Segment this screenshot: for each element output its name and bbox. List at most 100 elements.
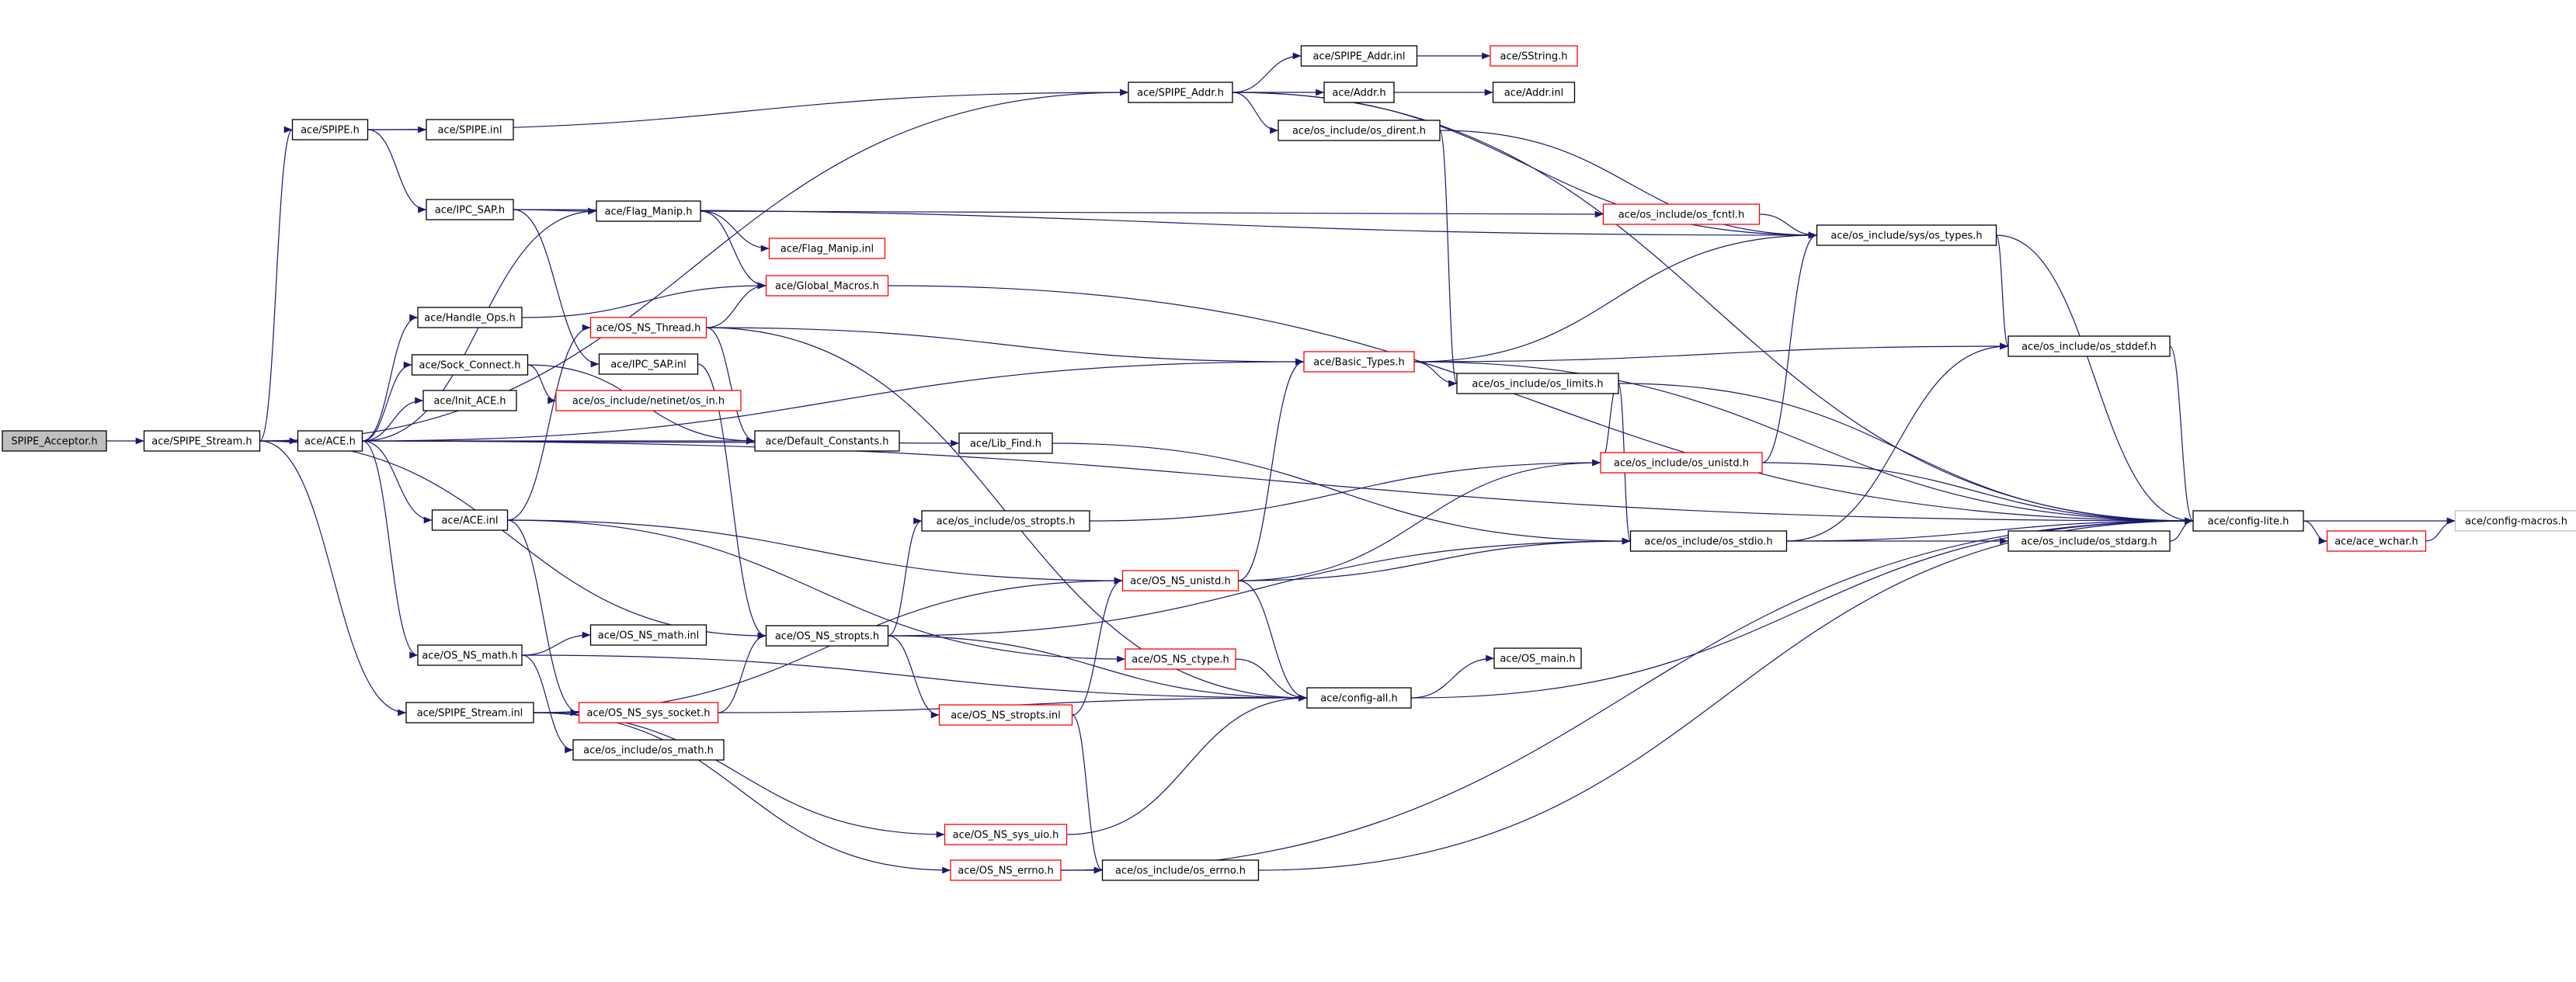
node-os-stropts[interactable]: ace/os_include/os_stropts.h xyxy=(921,510,1090,532)
node-os-ns-stropts-inl[interactable]: ace/OS_NS_stropts.inl xyxy=(938,704,1073,726)
node-os-stddef[interactable]: ace/os_include/os_stddef.h xyxy=(2008,335,2171,357)
node-lib-find[interactable]: ace/Lib_Find.h xyxy=(958,432,1053,454)
edge-os_ns_errno-to-config_lite xyxy=(1060,517,2194,871)
node-label: ace/OS_NS_ctype.h xyxy=(1132,654,1229,666)
node-config-all[interactable]: ace/config-all.h xyxy=(1306,687,1412,709)
node-label: ace/Addr.inl xyxy=(1504,88,1563,99)
node-label: ace/OS_NS_stropts.inl xyxy=(951,710,1061,722)
node-os-fcntl[interactable]: ace/os_include/os_fcntl.h xyxy=(1602,203,1761,225)
node-os-math[interactable]: ace/os_include/os_math.h xyxy=(572,739,725,761)
edge-ipc_sap_h-to-ipc_sap_inl xyxy=(513,209,600,368)
node-box xyxy=(2192,510,2304,532)
node-box xyxy=(422,390,517,411)
edge-os_ns_stropts_h-to-os_stropts xyxy=(888,517,923,637)
node-sock-connect[interactable]: ace/Sock_Connect.h xyxy=(411,354,529,376)
node-box xyxy=(921,510,1090,532)
node-os-ns-ctype[interactable]: ace/OS_NS_ctype.h xyxy=(1125,648,1236,670)
node-handle-ops[interactable]: ace/Handle_Ops.h xyxy=(417,307,523,328)
node-netinet-in[interactable]: ace/os_include/netinet/os_in.h xyxy=(555,390,742,411)
node-sstring-h[interactable]: ace/SString.h xyxy=(1490,45,1578,67)
node-spipe-addr-h[interactable]: ace/SPIPE_Addr.h xyxy=(1128,82,1233,103)
node-ace-inl[interactable]: ace/ACE.inl xyxy=(431,509,509,531)
edge-os_ns_unistd-to-os_stdio xyxy=(1238,537,1631,581)
node-label: SPIPE_Acceptor.h xyxy=(11,436,97,448)
node-ipc-sap-h[interactable]: ace/IPC_SAP.h xyxy=(426,199,514,220)
edge-os_ns_stropts_inl-to-os_ns_unistd xyxy=(1072,577,1123,716)
node-os-ns-sys-uio[interactable]: ace/OS_NS_sys_uio.h xyxy=(944,824,1068,845)
node-addr-inl[interactable]: ace/Addr.inl xyxy=(1492,82,1576,103)
node-init-ace[interactable]: ace/Init_ACE.h xyxy=(422,390,517,411)
edge-ace_wchar-to-config_macros xyxy=(2425,517,2456,542)
node-ipc-sap-inl[interactable]: ace/IPC_SAP.inl xyxy=(598,353,699,375)
edge-global_macros-to-config_lite xyxy=(888,285,2194,525)
node-os-main[interactable]: ace/OS_main.h xyxy=(1493,647,1582,669)
node-box xyxy=(765,275,889,297)
edge-os_stdio-to-os_stddef xyxy=(1786,342,2009,542)
node-box xyxy=(1125,648,1236,670)
edge-sys_os_types-to-os_stddef xyxy=(1995,234,2009,350)
node-label: ace/OS_NS_unistd.h xyxy=(1130,576,1231,588)
node-label: ace/OS_NS_stropts.h xyxy=(775,631,879,643)
edge-spipe_stream_h-to-os_ns_stropts_h xyxy=(259,440,767,640)
node-box xyxy=(2,430,107,452)
node-box xyxy=(417,644,523,666)
node-label: ace/OS_NS_math.h xyxy=(422,651,517,662)
node-spipe-stream-inl[interactable]: ace/SPIPE_Stream.inl xyxy=(405,702,534,723)
node-config-macros[interactable]: ace/config-macros.h xyxy=(2454,510,2576,532)
node-os-dirent[interactable]: ace/os_include/os_dirent.h xyxy=(1278,120,1441,141)
node-spipe-acceptor[interactable]: SPIPE_Acceptor.h xyxy=(2,430,107,452)
edge-ace_h-to-init_ace xyxy=(362,397,424,442)
node-os-ns-unistd[interactable]: ace/OS_NS_unistd.h xyxy=(1121,570,1239,592)
node-spipe-stream-h[interactable]: ace/SPIPE_Stream.h xyxy=(143,430,261,452)
node-os-limits[interactable]: ace/os_include/os_limits.h xyxy=(1456,373,1619,394)
node-ace-wchar[interactable]: ace/ace_wchar.h xyxy=(2326,530,2427,552)
node-box xyxy=(754,430,900,452)
node-flag-manip-h[interactable]: ace/Flag_Manip.h xyxy=(596,200,701,222)
edge-flag_manip_h-to-os_fcntl xyxy=(700,210,1604,218)
node-box xyxy=(1629,530,1788,552)
node-label: ace/os_include/os_fcntl.h xyxy=(1618,210,1744,221)
edge-basic_types-to-os_stddef xyxy=(1413,342,2009,363)
node-os-stdarg[interactable]: ace/os_include/os_stdarg.h xyxy=(2008,530,2171,552)
node-box xyxy=(417,307,523,328)
node-box xyxy=(1278,120,1441,141)
node-os-ns-stropts-h[interactable]: ace/OS_NS_stropts.h xyxy=(765,625,889,647)
node-os-ns-errno[interactable]: ace/OS_NS_errno.h xyxy=(950,859,1062,881)
node-label: ace/OS_NS_Thread.h xyxy=(596,323,701,335)
edge-ace_h-to-basic_types xyxy=(362,358,1305,442)
node-box xyxy=(1300,45,1418,67)
node-os-errno[interactable]: ace/os_include/os_errno.h xyxy=(1101,859,1260,881)
edge-os_ns_math_h-to-config_all xyxy=(521,654,1308,702)
edge-os_ns_thread-to-global_macros xyxy=(706,282,767,328)
node-config-lite[interactable]: ace/config-lite.h xyxy=(2192,510,2304,532)
node-flag-manip-inl[interactable]: ace/Flag_Manip.inl xyxy=(768,238,886,259)
node-sys-os-types[interactable]: ace/os_include/sys/os_types.h xyxy=(1816,224,1997,246)
node-addr-h[interactable]: ace/Addr.h xyxy=(1323,82,1395,103)
node-global-macros[interactable]: ace/Global_Macros.h xyxy=(765,275,889,297)
edge-sock_connect-to-netinet_in xyxy=(527,364,557,404)
node-ace-h[interactable]: ace/ACE.h xyxy=(297,430,363,452)
node-os-ns-math-inl[interactable]: ace/OS_NS_math.inl xyxy=(589,624,707,646)
node-label: ace/os_include/os_stdarg.h xyxy=(2021,536,2157,548)
node-os-ns-sys-socket[interactable]: ace/OS_NS_sys_socket.h xyxy=(578,702,719,723)
node-box xyxy=(765,625,889,647)
edge-os_ns_thread-to-basic_types xyxy=(706,327,1305,366)
node-spipe-addr-inl[interactable]: ace/SPIPE_Addr.inl xyxy=(1300,45,1418,67)
node-os-stdio[interactable]: ace/os_include/os_stdio.h xyxy=(1629,530,1788,552)
node-default-constants[interactable]: ace/Default_Constants.h xyxy=(754,430,900,452)
edge-os_ns_math_h-to-os_math xyxy=(521,654,574,754)
node-spipe-h[interactable]: ace/SPIPE.h xyxy=(291,119,369,141)
edge-spipe_h-to-ipc_sap_h xyxy=(367,129,427,213)
node-label: ace/Flag_Manip.h xyxy=(605,206,693,218)
node-basic-types[interactable]: ace/Basic_Types.h xyxy=(1303,351,1415,373)
node-spipe-inl[interactable]: ace/SPIPE.inl xyxy=(426,119,514,141)
node-os-unistd[interactable]: ace/os_include/os_unistd.h xyxy=(1600,452,1763,474)
edge-config_lite-to-ace_wchar xyxy=(2303,520,2327,545)
edge-ace_inl-to-os_ns_unistd xyxy=(507,519,1123,585)
node-label: ace/OS_main.h xyxy=(1500,654,1575,665)
edge-os_stddef-to-config_lite xyxy=(2169,345,2194,525)
node-os-ns-thread[interactable]: ace/OS_NS_Thread.h xyxy=(589,317,707,338)
edge-sys_os_types-to-config_lite xyxy=(1996,234,2194,525)
node-box xyxy=(143,430,261,452)
node-os-ns-math-h[interactable]: ace/OS_NS_math.h xyxy=(417,644,523,666)
